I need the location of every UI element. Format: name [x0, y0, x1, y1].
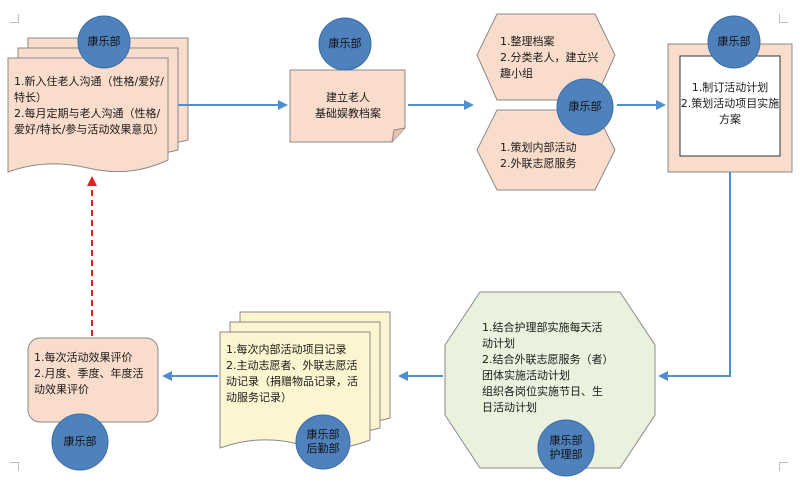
- corner-mark-bottom-right: [779, 462, 788, 471]
- implement-text: 1.结合护理部实施每天活 动计划 2.结合外联志愿服务（者） 团体实施活动计划 …: [482, 321, 614, 414]
- archive-text: 建立老人 基础娱教档案: [315, 91, 381, 120]
- organize-text: 1.整理档案 2.分类老人，建立兴 趣小组: [500, 35, 599, 80]
- corner-mark-top-left: [10, 14, 19, 23]
- organize-circle-label: 康乐部: [568, 100, 602, 113]
- evaluation-text: 1.每次活动效果评价 2.月度、季度、年度活 动效果评价: [34, 351, 144, 396]
- corner-mark-bottom-left: [10, 462, 19, 471]
- archive-circle: [318, 17, 372, 71]
- plan-internal-text: 1.策划内部活动 2.外联志愿服务: [500, 141, 577, 170]
- corner-mark-top-right: [779, 14, 788, 23]
- plan-circle-label: 康乐部: [717, 35, 751, 48]
- implement-circle-label: 康乐部 护理部: [549, 434, 583, 461]
- evaluation-circle-label: 康乐部: [63, 435, 97, 448]
- records-text: 1.每次内部活动项目记录 2.主动志愿者、外联志愿活 动记录（捐赠物品记录，活 …: [226, 343, 358, 404]
- archive-circle-label: 康乐部: [328, 37, 362, 50]
- plan-text: 1.制订活动计划 2.策划活动项目实施 方案: [680, 81, 780, 126]
- arrow-plan-to-implement: [658, 172, 731, 381]
- plan-circle: [707, 15, 761, 69]
- plan-box-inner: [679, 55, 781, 157]
- organize-circle: [556, 78, 614, 136]
- intake-doc-text: 1.新入住老人沟通（性格/爱好/ 特长） 2.每月定期与老人沟通（性格/ 爱好/…: [14, 75, 165, 136]
- records-circle: [295, 414, 351, 470]
- evaluation-circle: [51, 413, 109, 471]
- intake-circle-label: 康乐部: [87, 35, 121, 48]
- archive-fold: [391, 127, 406, 143]
- intake-doc-sheet-1: [7, 57, 169, 173]
- implement-circle: [537, 419, 595, 477]
- records-circle-label: 康乐部 后勤部: [306, 428, 340, 455]
- intake-circle: [77, 15, 131, 69]
- implement-octagon: [444, 291, 656, 469]
